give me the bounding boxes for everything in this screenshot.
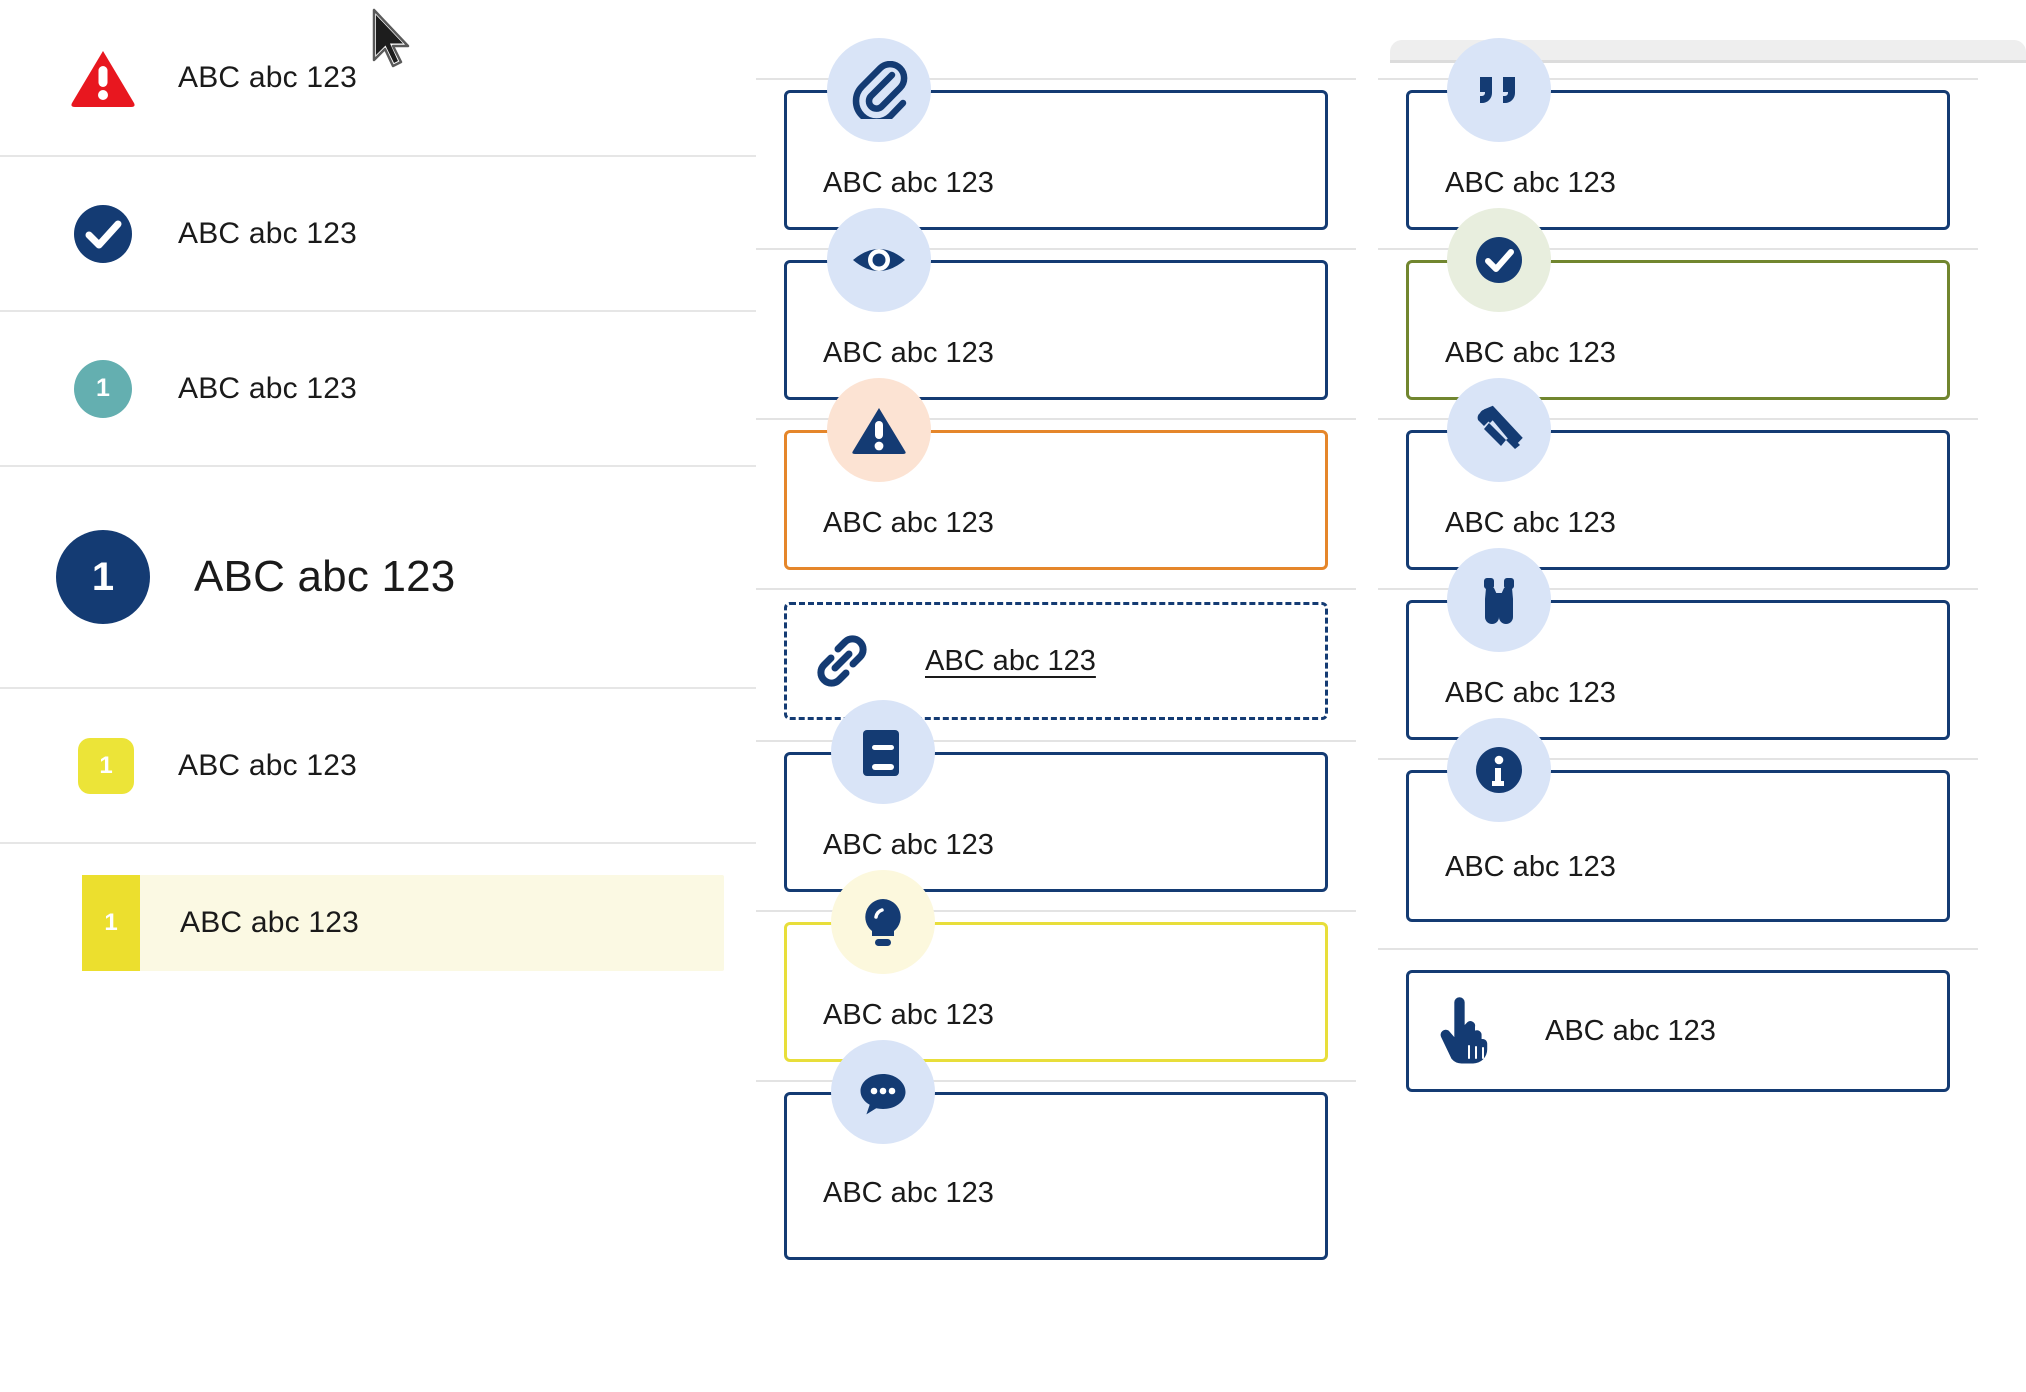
triangle-alert-icon bbox=[827, 378, 931, 482]
sidebar-item-label: ABC abc 123 bbox=[178, 748, 357, 782]
sidebar-item-label-large: ABC abc 123 bbox=[194, 552, 456, 601]
eye-icon bbox=[827, 208, 931, 312]
yellow-number-badge: 1 bbox=[78, 737, 134, 794]
sidebar-item-note[interactable]: 1 ABC abc 123 bbox=[0, 687, 756, 842]
pointing-hand-icon bbox=[1431, 996, 1501, 1066]
card-label: ABC abc 123 bbox=[1445, 167, 1616, 199]
quotation-marks-icon bbox=[1447, 38, 1551, 142]
reference-card[interactable]: ABC abc 123 bbox=[784, 700, 1328, 892]
sidebar-item-label: ABC abc 123 bbox=[178, 216, 357, 250]
edit-card[interactable]: ABC abc 123 bbox=[1406, 378, 1950, 570]
approved-card[interactable]: ABC abc 123 bbox=[1406, 208, 1950, 400]
divider bbox=[1378, 758, 1978, 760]
divider bbox=[1378, 248, 1978, 250]
divider bbox=[756, 588, 1356, 590]
divider bbox=[1378, 418, 1978, 420]
card-link-label[interactable]: ABC abc 123 bbox=[925, 644, 1096, 677]
sidebar-item-label: ABC abc 123 bbox=[178, 60, 357, 94]
middle-card-column: ABC abc 123 ABC abc 123 bbox=[756, 0, 1356, 1260]
divider bbox=[756, 740, 1356, 742]
action-card[interactable]: ABC abc 123 bbox=[1406, 970, 1950, 1092]
book-icon bbox=[831, 700, 935, 804]
warning-card[interactable]: ABC abc 123 bbox=[784, 378, 1328, 570]
navy-number-badge-large: 1 bbox=[56, 530, 150, 624]
divider bbox=[1378, 948, 1978, 950]
sidebar-item-success[interactable]: ABC abc 123 bbox=[0, 155, 756, 310]
paperclip-icon bbox=[827, 38, 931, 142]
sidebar-list: ABC abc 123 ABC abc 123 1 ABC abc 123 bbox=[0, 0, 756, 1392]
sidebar-item-label: ABC abc 123 bbox=[178, 371, 357, 405]
circle-check-icon bbox=[1447, 208, 1551, 312]
badge-number: 1 bbox=[78, 737, 134, 794]
binoculars-icon bbox=[1447, 548, 1551, 652]
info-card[interactable]: ABC abc 123 bbox=[1406, 718, 1950, 922]
mouse-pointer-icon bbox=[370, 8, 416, 70]
triangle-warning-icon bbox=[70, 49, 136, 107]
sidebar-item-info[interactable]: 1 ABC abc 123 bbox=[0, 310, 756, 465]
card-label: ABC abc 123 bbox=[1445, 677, 1616, 709]
quote-card[interactable]: ABC abc 123 bbox=[1406, 38, 1950, 230]
card-label: ABC abc 123 bbox=[1445, 337, 1616, 369]
right-card-column: ABC abc 123 ABC abc 123 bbox=[1378, 0, 1978, 1092]
divider bbox=[1378, 588, 1978, 590]
view-card[interactable]: ABC abc 123 bbox=[784, 208, 1328, 400]
divider bbox=[756, 910, 1356, 912]
circle-check-icon bbox=[74, 204, 132, 263]
card-label: ABC abc 123 bbox=[1445, 851, 1616, 883]
divider bbox=[1378, 78, 1978, 80]
divider bbox=[756, 78, 1356, 80]
sidebar-item-label: ABC abc 123 bbox=[180, 906, 359, 939]
card-label: ABC abc 123 bbox=[1545, 1014, 1716, 1047]
card-label: ABC abc 123 bbox=[823, 337, 994, 369]
teal-number-badge: 1 bbox=[74, 359, 132, 418]
panel-tab-stub bbox=[1390, 40, 2026, 62]
tip-card[interactable]: ABC abc 123 bbox=[784, 870, 1328, 1062]
card-label: ABC abc 123 bbox=[823, 507, 994, 539]
lightbulb-icon bbox=[831, 870, 935, 974]
badge-number: 1 bbox=[82, 875, 140, 971]
info-circle-icon bbox=[1447, 718, 1551, 822]
badge-number: 1 bbox=[56, 530, 150, 624]
sidebar-item-selected[interactable]: 1 ABC abc 123 bbox=[0, 842, 756, 1002]
card-label: ABC abc 123 bbox=[1445, 507, 1616, 539]
chat-bubble-icon bbox=[831, 1040, 935, 1144]
divider bbox=[756, 1080, 1356, 1082]
pencil-icon bbox=[1447, 378, 1551, 482]
comment-card[interactable]: ABC abc 123 bbox=[784, 1040, 1328, 1260]
card-label: ABC abc 123 bbox=[823, 1177, 994, 1209]
card-label: ABC abc 123 bbox=[823, 999, 994, 1031]
card-label: ABC abc 123 bbox=[823, 167, 994, 199]
divider bbox=[756, 248, 1356, 250]
sidebar-item-primary[interactable]: 1 ABC abc 123 bbox=[0, 465, 756, 687]
card-label: ABC abc 123 bbox=[823, 829, 994, 861]
sidebar-item-error[interactable]: ABC abc 123 bbox=[0, 0, 756, 155]
badge-number: 1 bbox=[74, 359, 132, 418]
selected-row-highlight[interactable]: 1 ABC abc 123 bbox=[82, 875, 724, 971]
observe-card[interactable]: ABC abc 123 bbox=[1406, 548, 1950, 740]
panel-tab-divider bbox=[1390, 60, 2026, 63]
chain-link-icon bbox=[811, 630, 873, 692]
divider bbox=[756, 418, 1356, 420]
attachment-card[interactable]: ABC abc 123 bbox=[784, 38, 1328, 230]
